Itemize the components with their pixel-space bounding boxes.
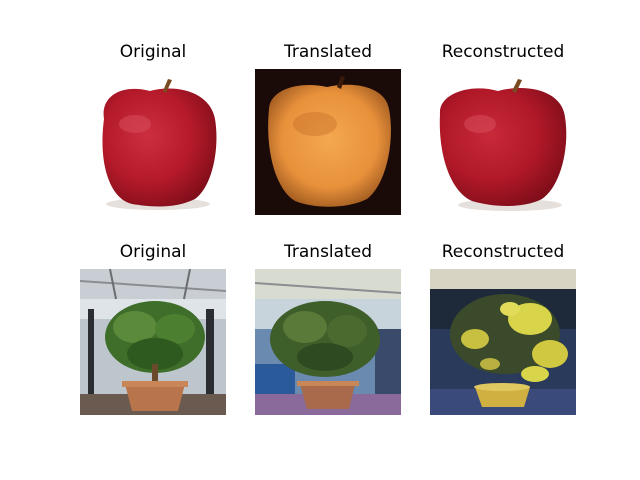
orange-apple-image	[255, 69, 401, 215]
potted-tree-image	[255, 269, 401, 415]
translated-tree-image	[255, 269, 401, 415]
potted-tree-image	[80, 269, 226, 415]
original-tree-image	[80, 269, 226, 415]
reconstructed-tree-image	[430, 269, 576, 415]
red-apple-image	[430, 69, 576, 215]
panel-title: Reconstructed	[441, 242, 565, 262]
panel-title: Reconstructed	[441, 42, 565, 62]
panel-title: Original	[119, 42, 187, 62]
panel-title: Original	[119, 242, 187, 262]
panel-title: Translated	[284, 42, 372, 62]
reconstructed-apple-image	[430, 69, 576, 215]
yellow-tree-image	[430, 269, 576, 415]
original-apple-image	[80, 69, 226, 215]
translated-apple-image	[255, 69, 401, 215]
panel-title: Translated	[284, 242, 372, 262]
red-apple-image	[80, 69, 226, 215]
